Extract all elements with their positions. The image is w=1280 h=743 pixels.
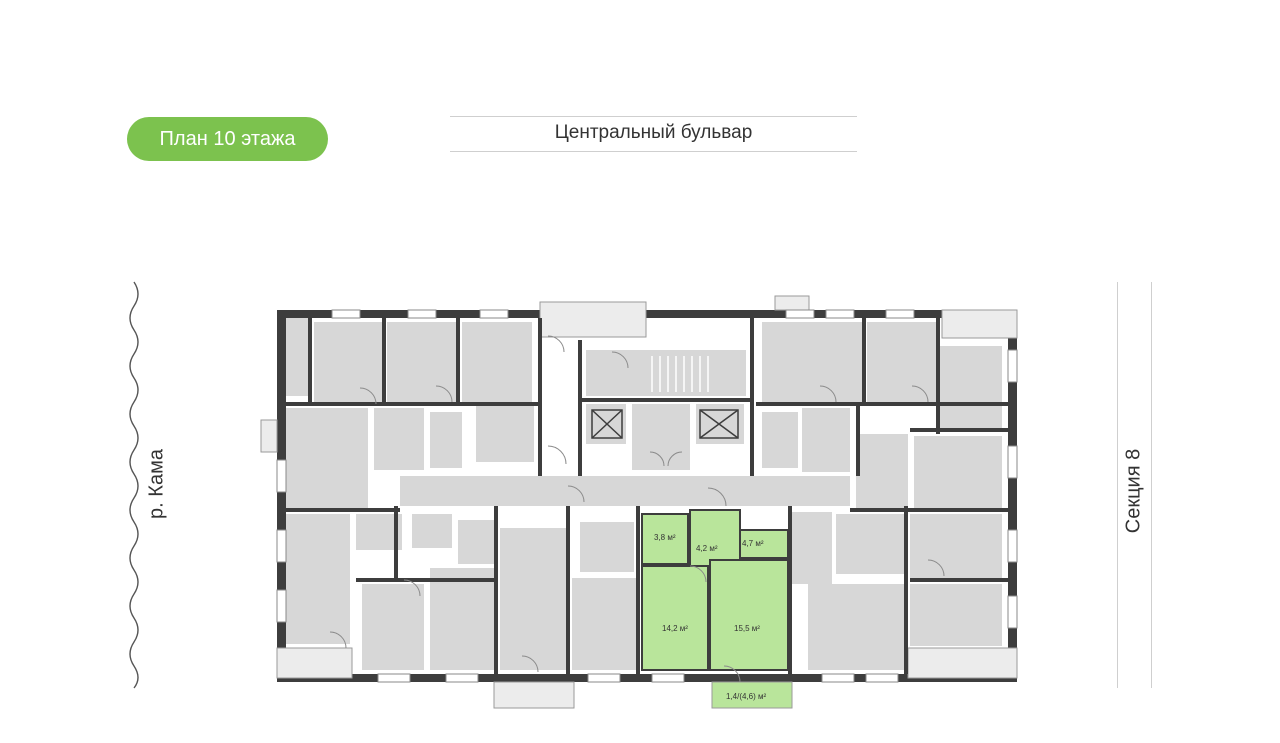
area-label: 15,5 м² bbox=[734, 624, 760, 633]
windows bbox=[276, 309, 1018, 683]
section-divider bbox=[1117, 282, 1152, 688]
staircase bbox=[651, 356, 709, 392]
area-label: 1,4/(4,6) м² bbox=[726, 692, 767, 701]
selected-apartment[interactable] bbox=[641, 509, 793, 709]
area-labels: 3,8 м² 4,2 м² 4,7 м² 14,2 м² 15,5 м² 1,4… bbox=[654, 533, 767, 701]
doors bbox=[329, 335, 945, 683]
area-label: 3,8 м² bbox=[654, 533, 676, 542]
interior-walls bbox=[286, 318, 1008, 674]
street-label: Центральный бульвар bbox=[450, 116, 857, 152]
rooms bbox=[286, 318, 1002, 670]
area-label: 14,2 м² bbox=[662, 624, 688, 633]
river-line bbox=[129, 281, 139, 689]
area-label: 4,7 м² bbox=[742, 539, 764, 548]
area-label: 4,2 м² bbox=[696, 544, 718, 553]
elevators bbox=[591, 409, 739, 439]
floor-plan-badge: План 10 этажа bbox=[127, 117, 328, 161]
